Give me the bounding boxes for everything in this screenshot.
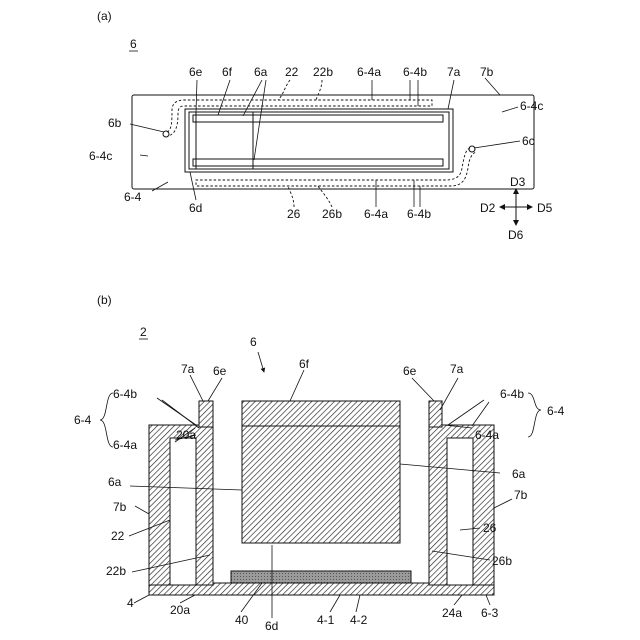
label-a-6e: 6e	[189, 65, 203, 79]
label-a-6-4b-bot: 6-4b	[407, 207, 431, 221]
label-b-7b-left: 7b	[113, 500, 127, 514]
inner-frame-7a	[185, 109, 453, 172]
dir-d5: D5	[537, 201, 553, 215]
label-b-6a-left: 6a	[108, 475, 122, 489]
flow-path-22	[167, 100, 432, 136]
label-b-6-4-left: 6-4	[74, 413, 92, 427]
direction-indicator: D3 D2 D5 D6	[480, 175, 553, 242]
label-a-6-4a-bot: 6-4a	[364, 207, 388, 221]
dir-d6: D6	[508, 228, 524, 242]
label-b-20a-bottom: 20a	[170, 603, 190, 617]
label-b-6f: 6f	[299, 357, 310, 371]
label-b-22: 22	[111, 529, 125, 543]
label-b-6e-right: 6e	[403, 364, 417, 378]
right-rib-6e	[429, 401, 442, 427]
label-a-6c: 6c	[522, 134, 535, 148]
label-b-24a: 24a	[442, 606, 462, 620]
slot-bottom	[193, 159, 443, 166]
label-a-6-4b-top: 6-4b	[403, 65, 427, 79]
label-b-6-4a-right: 6-4a	[475, 428, 499, 442]
label-a-7b: 7b	[480, 65, 494, 79]
label-a-6a: 6a	[254, 65, 268, 79]
panel-b-ref: 2	[140, 325, 147, 339]
label-a-26: 26	[287, 207, 301, 221]
label-a-22: 22	[285, 65, 299, 79]
label-a-6-4c-right: 6-4c	[520, 99, 543, 113]
label-b-4: 4	[127, 596, 134, 610]
label-b-7a-right: 7a	[450, 362, 464, 376]
panel-b-tag: (b)	[97, 293, 112, 307]
label-b-6e-left: 6e	[213, 364, 227, 378]
slot-top	[193, 115, 443, 122]
panel-a-tag: (a)	[97, 9, 112, 23]
label-b-6-4b-right: 6-4b	[500, 387, 524, 401]
label-a-6b: 6b	[108, 116, 122, 130]
label-b-26: 26	[483, 521, 497, 535]
label-b-4-1: 4-1	[317, 613, 335, 627]
component-40	[231, 571, 411, 583]
panel-b: (b) 2 6	[74, 293, 565, 633]
inner-frame-inner	[189, 112, 449, 169]
panel-a-ref: 6	[130, 37, 137, 51]
label-b-26b: 26b	[492, 554, 512, 568]
label-b-6a-right: 6a	[512, 467, 526, 481]
label-a-26b: 26b	[322, 207, 342, 221]
label-a-7a: 7a	[447, 65, 461, 79]
bracket-left	[100, 393, 113, 447]
panel-b-ref6: 6	[250, 335, 257, 349]
label-b-22b: 22b	[106, 564, 126, 578]
dir-d3: D3	[510, 175, 526, 189]
label-a-22b: 22b	[313, 65, 333, 79]
label-a-6d: 6d	[189, 201, 202, 215]
label-b-6-4b-left: 6-4b	[113, 387, 137, 401]
label-b-20a: 20a	[176, 428, 196, 442]
port-6c	[469, 146, 475, 152]
panel-a: (a) 6	[89, 9, 553, 242]
dir-d2: D2	[480, 201, 496, 215]
label-a-6-4a-top: 6-4a	[357, 65, 381, 79]
label-b-6-4-right: 6-4	[547, 404, 565, 418]
label-b-7a-left: 7a	[181, 362, 195, 376]
label-a-6-4: 6-4	[124, 190, 142, 204]
left-rib-6e	[199, 401, 213, 427]
label-b-6-4a-left: 6-4a	[113, 438, 137, 452]
label-a-6-4c-left: 6-4c	[89, 149, 112, 163]
central-block-6f	[242, 401, 400, 543]
label-b-6d: 6d	[265, 619, 278, 633]
label-a-6f: 6f	[222, 65, 233, 79]
label-b-4-2: 4-2	[350, 613, 368, 627]
right-channel-26	[447, 438, 473, 585]
label-b-6-3: 6-3	[481, 606, 499, 620]
flow-path-26	[196, 148, 476, 186]
bracket-right	[528, 393, 541, 437]
label-b-40: 40	[235, 613, 249, 627]
label-b-7b-right: 7b	[514, 488, 528, 502]
